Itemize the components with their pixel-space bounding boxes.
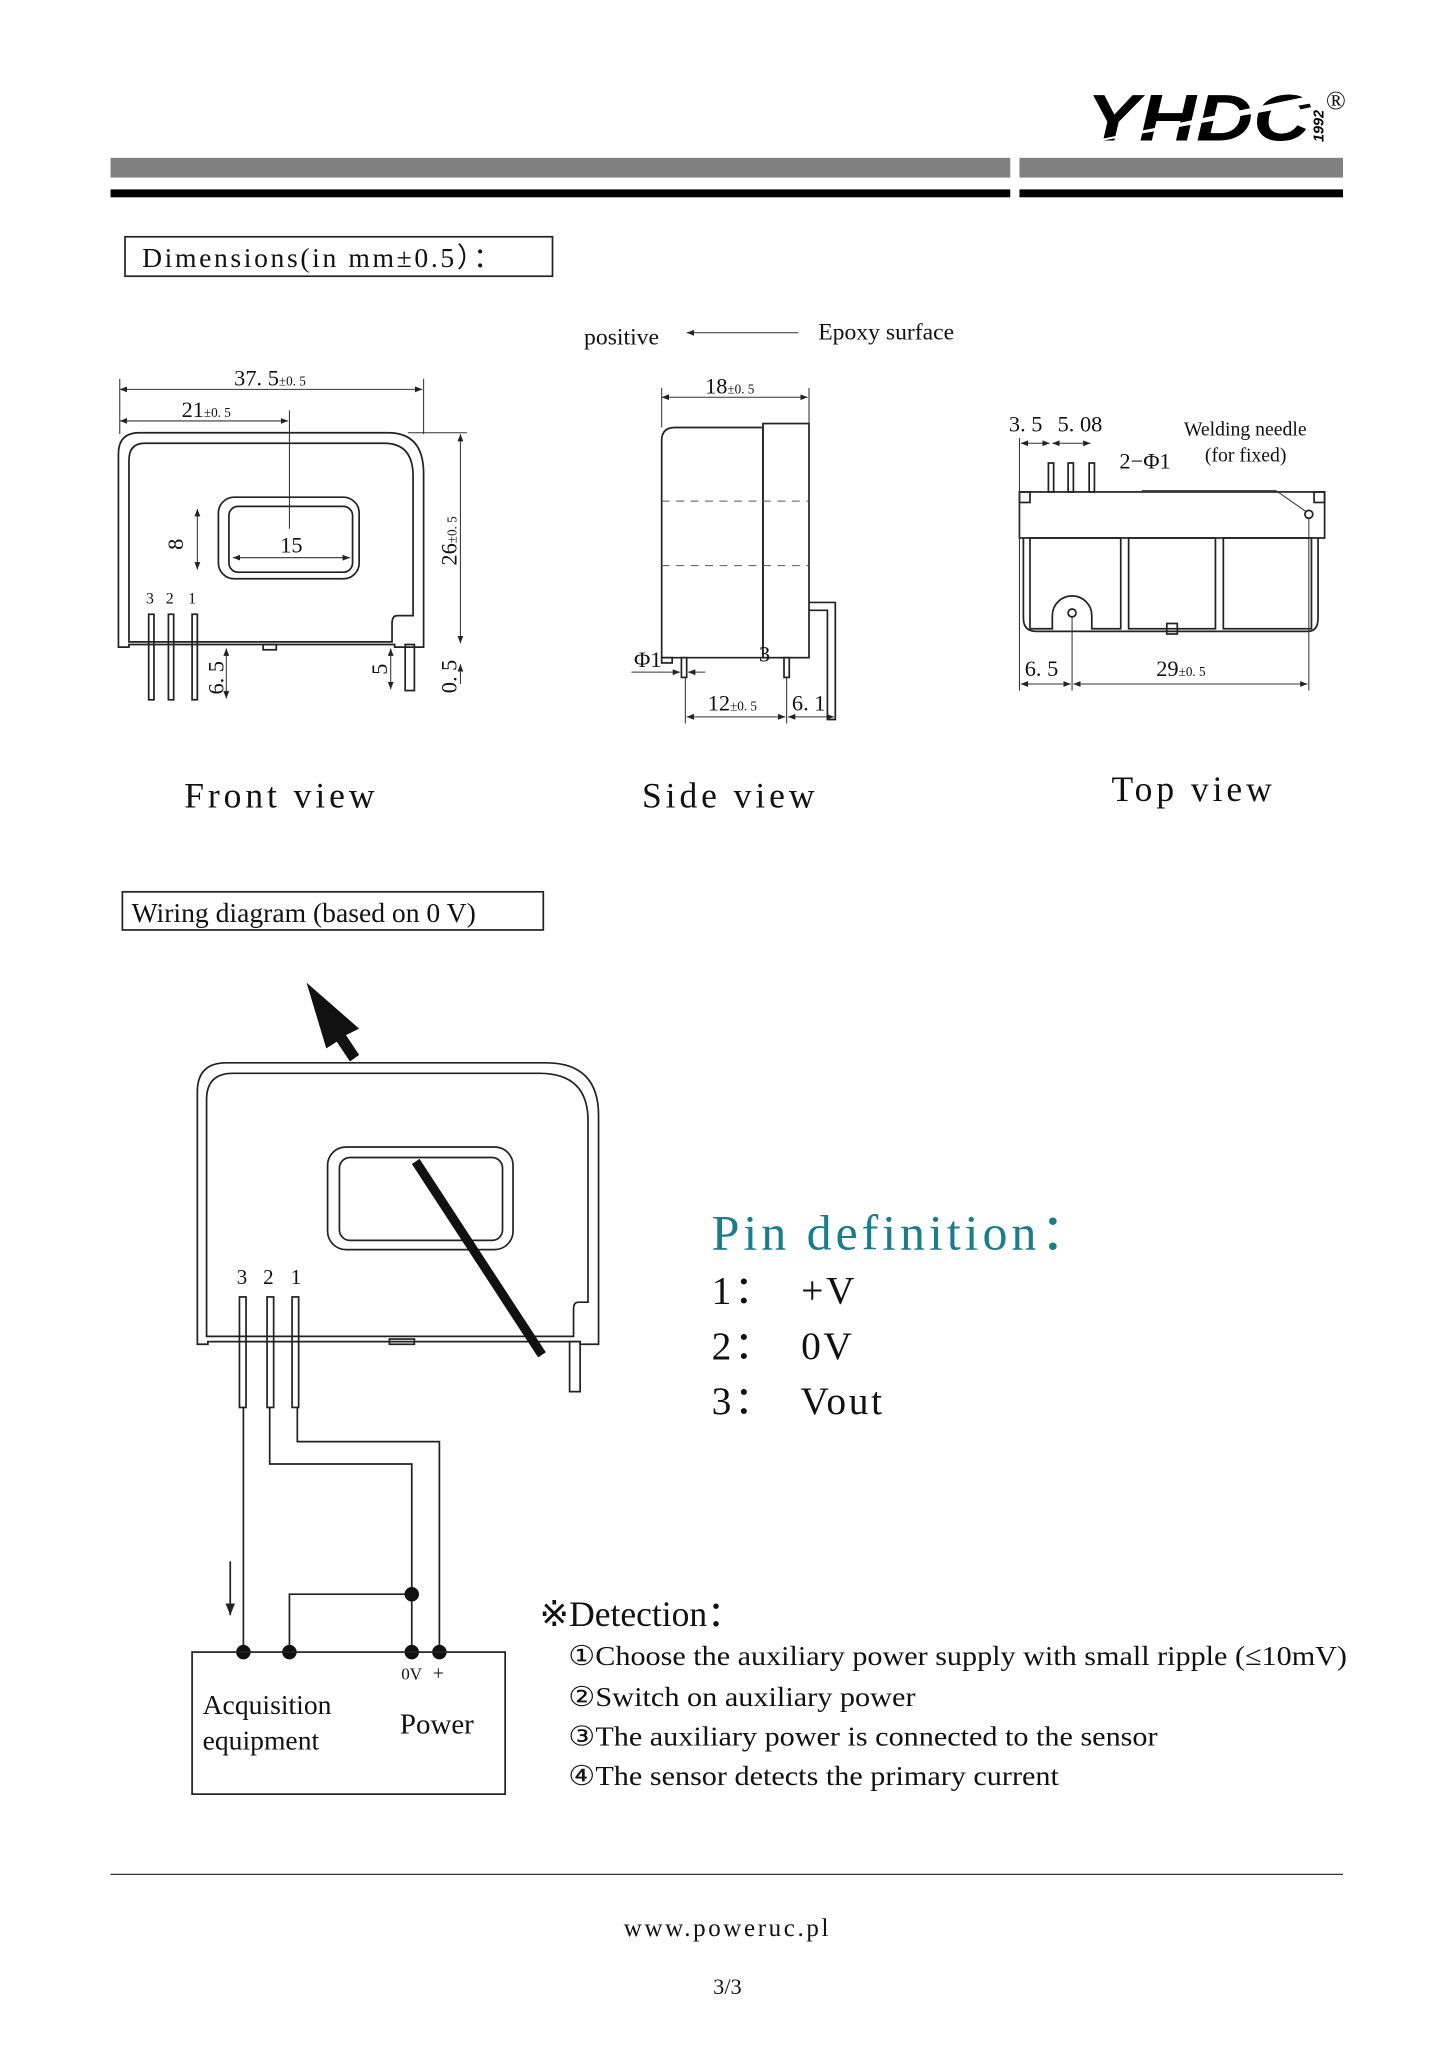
svg-text:positive: positive	[584, 325, 659, 351]
top-left-dim: 6. 5	[1025, 656, 1059, 681]
zero-v-terminal: 0V	[401, 1665, 423, 1684]
rear-dim: 6. 1	[792, 690, 826, 715]
svg-text:Dimensions(in mm±0.5）：: Dimensions(in mm±0.5）：	[142, 242, 503, 273]
pin-definition-title: Pin definition：	[712, 1205, 1095, 1261]
pin-offset-dim: 3	[759, 642, 770, 667]
wiring-pin-label: 2	[263, 1265, 274, 1289]
front-width-dim: 37. 5±0. 5	[234, 365, 306, 390]
front-height-dim: 26±0. 5	[436, 516, 461, 566]
top-view-drawing	[1018, 438, 1326, 691]
welding-needle-label: Welding needle	[1184, 418, 1307, 440]
side-view-drawing	[631, 388, 837, 724]
wiring-pin-label: 3	[237, 1265, 248, 1289]
pin-definition-item: 2： 0V	[712, 1324, 855, 1368]
svg-text:®: ®	[1326, 86, 1346, 115]
front-pin-label: 3	[146, 591, 154, 608]
acquisition-label: Acquisition	[203, 1689, 332, 1720]
pin-definition-item: 1： +V	[712, 1269, 857, 1313]
pin-definition-item: 3： Vout	[712, 1379, 885, 1423]
header-black-bar-right	[1019, 189, 1344, 198]
current-direction-arrow-icon	[306, 982, 360, 1062]
wiring-heading: Wiring diagram (based on 0 V)	[121, 890, 545, 931]
header-black-bar	[110, 189, 1011, 198]
current-direction-note: positive Epoxy surface	[584, 319, 954, 350]
detection-step: ③The auxiliary power is connected to the…	[568, 1720, 1157, 1751]
front-center-dim: 21±0. 5	[182, 397, 232, 422]
header-gray-bar	[110, 157, 1011, 178]
svg-text:Wiring diagram (based on 0 V): Wiring diagram (based on 0 V)	[132, 897, 476, 928]
wiring-diagram	[191, 982, 600, 1795]
pin-pitch-1: 3. 5	[1009, 411, 1043, 436]
pin-pitch-2: 5. 08	[1058, 411, 1103, 436]
pin-spacing-dim: 12±0. 5	[708, 690, 758, 715]
fix-pin-dim: 5	[367, 664, 392, 675]
needle-dim: 2−Φ1	[1119, 448, 1170, 473]
yhdc-logo: YHDC 1992 ®	[1086, 81, 1346, 155]
header-gray-bar-right	[1019, 157, 1344, 178]
front-pin-label: 1	[188, 591, 196, 608]
window-height-dim: 8	[163, 539, 188, 550]
side-view-title: Side view	[642, 776, 819, 816]
plus-terminal: +	[433, 1663, 444, 1685]
side-depth-dim: 18±0. 5	[705, 373, 755, 398]
pin-diameter-dim: Φ1	[634, 647, 662, 672]
detection-step: ②Switch on auxiliary power	[568, 1681, 915, 1712]
window-width-dim: 15	[280, 532, 302, 557]
footer-url[interactable]: www.poweruc.pl	[624, 1915, 831, 1942]
equipment-box	[191, 1651, 507, 1795]
front-view-title: Front view	[184, 776, 378, 816]
top-span-dim: 29±0. 5	[1156, 656, 1206, 681]
page-number: 3/3	[713, 1974, 742, 1999]
svg-text:YHDC: YHDC	[1087, 81, 1312, 155]
detection-step: ④The sensor detects the primary current	[568, 1760, 1059, 1791]
svg-text:Epoxy surface: Epoxy surface	[818, 319, 954, 345]
detection-title: ※Detection：	[539, 1594, 742, 1634]
dimensions-heading: Dimensions(in mm±0.5）：	[124, 235, 554, 278]
front-view-drawing	[117, 378, 468, 701]
gap-dim: 0. 5	[436, 660, 461, 694]
wiring-pin-label: 1	[291, 1265, 302, 1289]
pin-length-dim: 6. 5	[204, 661, 229, 695]
front-pin-label: 2	[166, 591, 174, 608]
for-fixed-label: (for fixed)	[1205, 445, 1287, 467]
power-label: Power	[400, 1709, 474, 1741]
detection-step: ①Choose the auxiliary power supply with …	[568, 1640, 1347, 1671]
equipment-label: equipment	[203, 1724, 320, 1755]
top-view-title: Top view	[1112, 769, 1276, 809]
svg-text:1992: 1992	[1311, 110, 1327, 142]
